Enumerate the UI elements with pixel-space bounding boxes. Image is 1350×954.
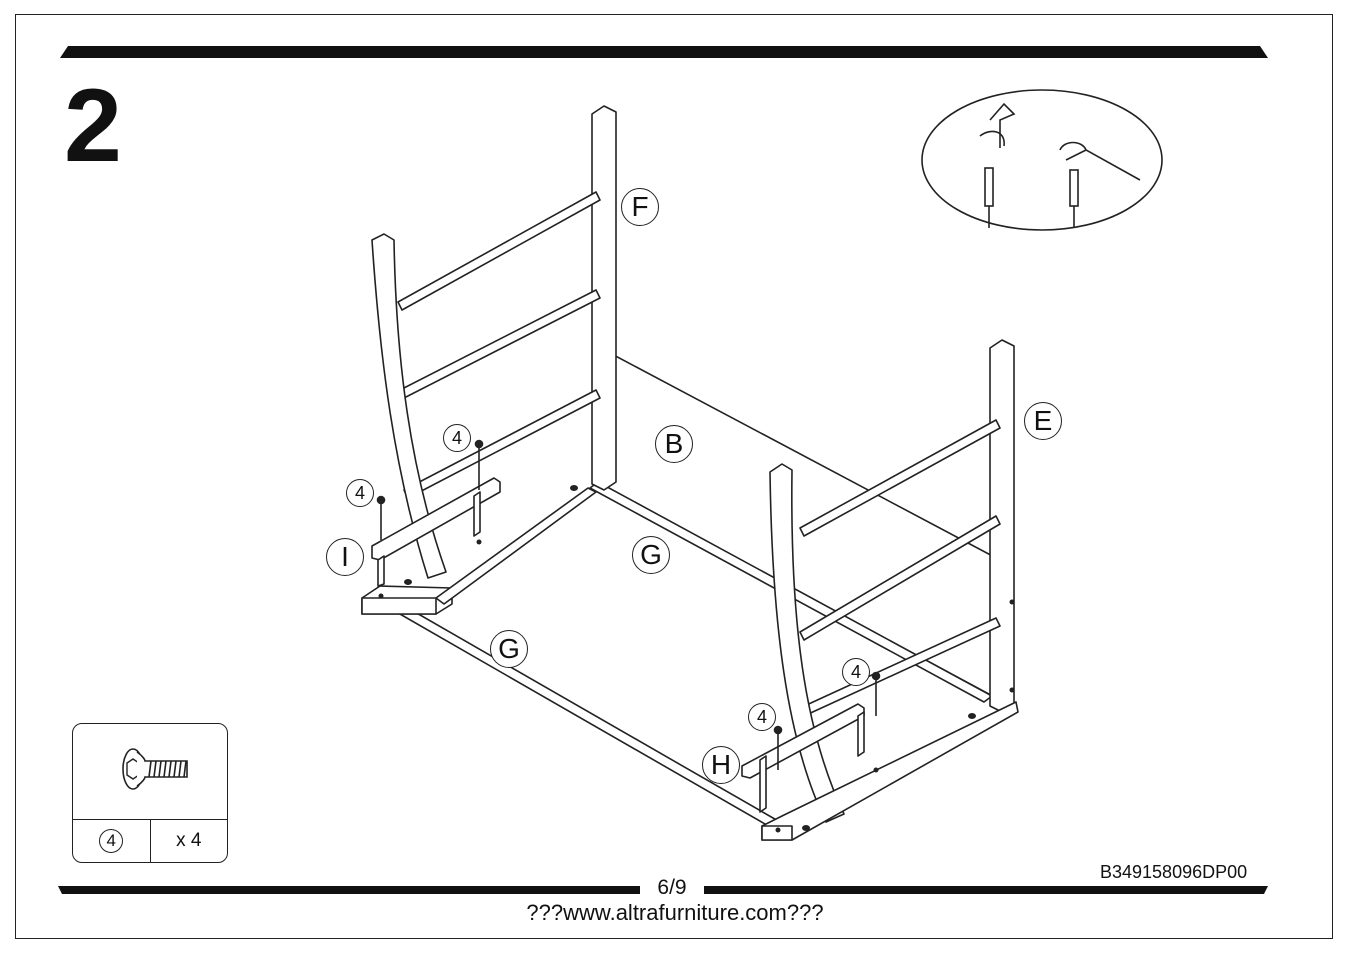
leg-f-front	[371, 233, 447, 579]
hardware-part-number: 4	[99, 829, 124, 853]
callout-part-h: H	[702, 746, 740, 784]
leg-e-front	[769, 463, 845, 823]
callout-part-i: I	[326, 538, 364, 576]
callout-screw-1: 4	[443, 424, 471, 452]
top-rule	[60, 46, 1268, 58]
callout-screw-4: 4	[748, 703, 776, 731]
callout-part-g-back: G	[632, 536, 670, 574]
step-number: 2	[64, 68, 122, 184]
page-frame	[15, 14, 1333, 939]
hardware-part-cell: 4	[73, 820, 150, 862]
bracket-i	[371, 477, 501, 561]
document-code: B349158096DP00	[1100, 862, 1248, 882]
website-link[interactable]: ???www.altrafurniture.com???	[526, 900, 824, 925]
callout-part-f: F	[621, 188, 659, 226]
rail-g-front	[385, 599, 781, 829]
callout-screw-2: 4	[346, 479, 374, 507]
hardware-quantity: x 4	[149, 820, 228, 862]
hardware-box: 4 x 4	[72, 723, 228, 863]
callout-screw-3: 4	[842, 658, 870, 686]
bolt-icon	[122, 748, 188, 790]
callout-part-e: E	[1024, 402, 1062, 440]
callout-part-g-front: G	[490, 630, 528, 668]
detail-inset	[921, 89, 1163, 231]
page-number: 6/9	[640, 876, 704, 900]
callout-part-b: B	[655, 425, 693, 463]
hardware-legend-row: 4 x 4	[73, 819, 227, 862]
